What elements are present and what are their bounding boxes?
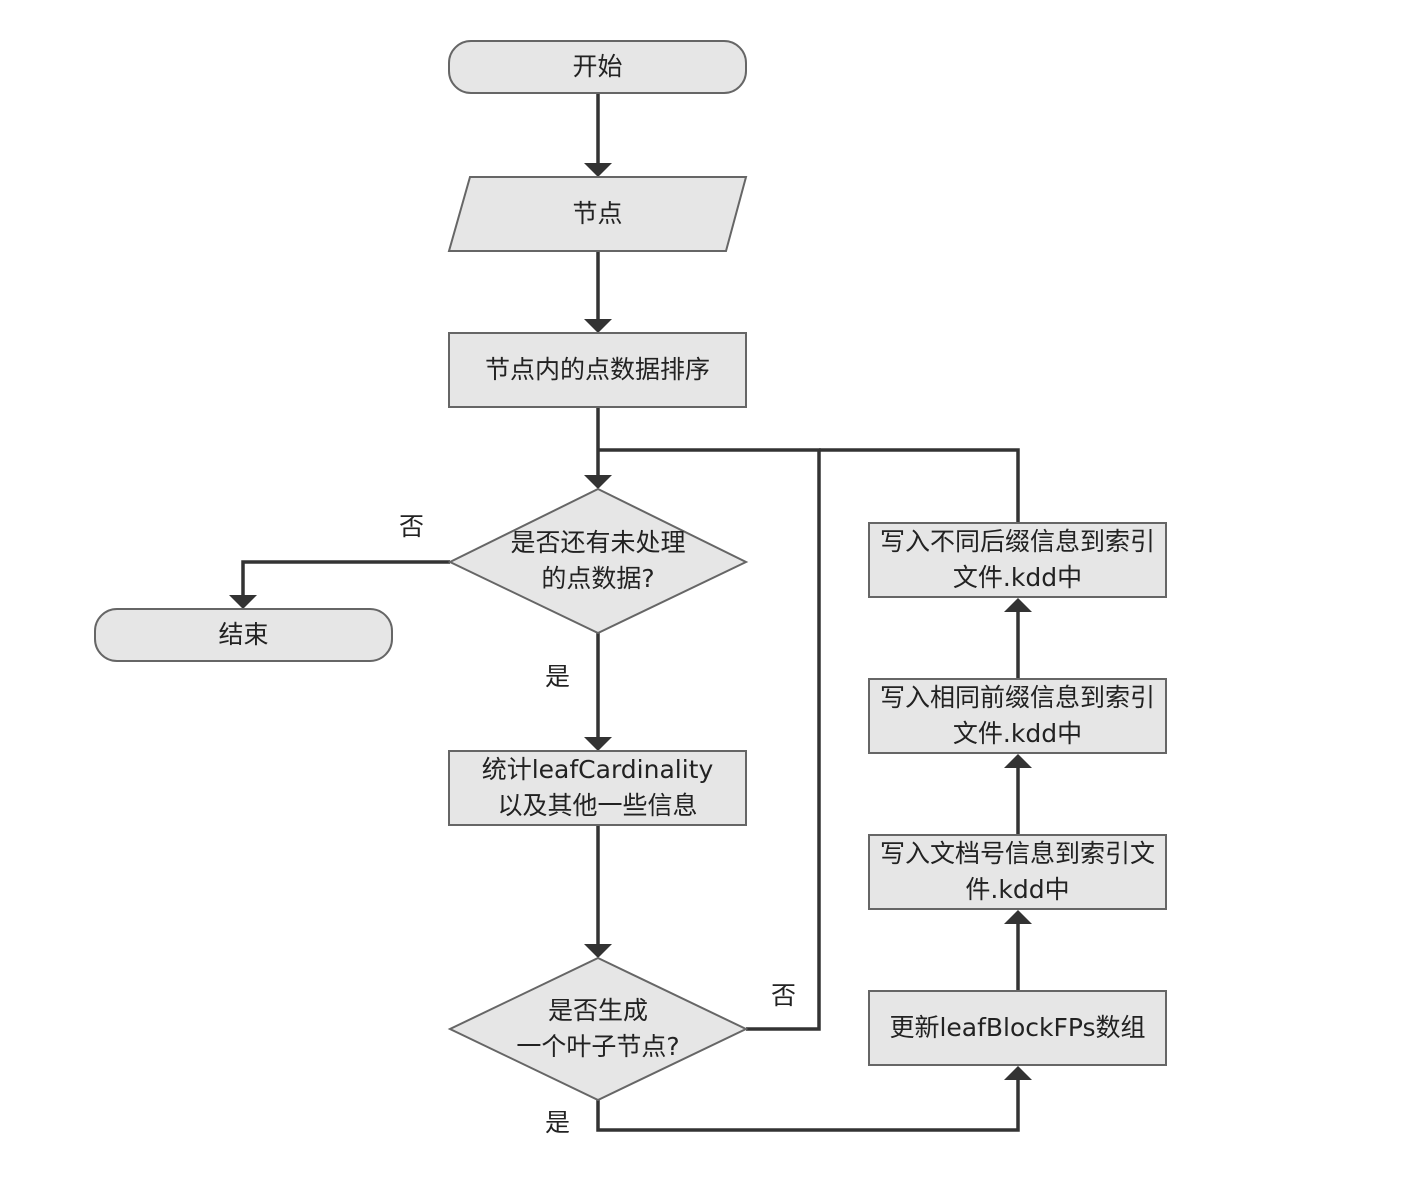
write-common-prefix-label: 写入相同前缀信息到索引 文件.kdd中 (869, 679, 1166, 753)
edge-decision-no-to-end (241, 560, 450, 595)
end-label: 结束 (95, 609, 392, 661)
sort-label: 节点内的点数据排序 (449, 333, 746, 407)
node-input-label-text: 节点 (572, 199, 623, 228)
node-input-label: 节点 (449, 177, 746, 251)
nodes (94, 40, 1167, 1102)
edge-label-no-loop: 否 (771, 981, 797, 1010)
edge-label-yes-to-update: 是 (545, 1108, 571, 1137)
write-common-prefix-process-box (868, 678, 1167, 754)
edge-gen-leaf-no-loop (598, 448, 821, 1031)
stats-line1: 统计leafCardinality (481, 755, 714, 784)
sort-label-text: 节点内的点数据排序 (484, 355, 710, 384)
arrowhead (1004, 598, 1032, 612)
stats-line2: 以及其他一些信息 (497, 791, 698, 820)
stats-process-box (448, 750, 747, 826)
write-common-prefix-line2: 文件.kdd中 (952, 719, 1083, 748)
arrowhead (229, 595, 257, 609)
update-fps-label: 更新leafBlockFPs数组 (869, 991, 1166, 1065)
edge-label-yes-to-stats: 是 (545, 662, 571, 691)
write-suffix-line2: 文件.kdd中 (952, 563, 1083, 592)
update-fps-label-text: 更新leafBlockFPs数组 (889, 1013, 1146, 1042)
write-docids-label: 写入文档号信息到索引文 件.kdd中 (869, 835, 1166, 909)
end-label-text: 结束 (218, 620, 269, 649)
write-suffix-line1: 写入不同后缀信息到索引 (879, 527, 1155, 556)
write-common-prefix-line1: 写入相同前缀信息到索引 (879, 683, 1155, 712)
arrowhead (584, 163, 612, 177)
has-unprocessed-label: 是否还有未处理 的点数据? (450, 489, 746, 633)
start-label: 开始 (449, 41, 746, 93)
gen-leaf-label: 是否生成 一个叶子节点? (450, 958, 746, 1100)
arrowhead (584, 737, 612, 751)
arrowhead (584, 475, 612, 489)
write-suffix-process-box (868, 522, 1167, 598)
gen-leaf-line1: 是否生成 (547, 996, 648, 1025)
edge-suffix-loop-back (819, 448, 1020, 522)
sort-process-box (448, 332, 747, 408)
end-terminal (94, 608, 393, 662)
start-label-text: 开始 (572, 52, 623, 81)
edge-label-no-to-end: 否 (399, 512, 425, 541)
arrowhead (1004, 754, 1032, 768)
stats-label: 统计leafCardinality 以及其他一些信息 (449, 751, 746, 825)
write-suffix-label: 写入不同后缀信息到索引 文件.kdd中 (869, 523, 1166, 597)
arrowhead (584, 944, 612, 958)
write-docids-line1: 写入文档号信息到索引文 (879, 839, 1155, 868)
write-docids-process-box (868, 834, 1167, 910)
has-unprocessed-line2: 的点数据? (541, 564, 655, 593)
arrowhead (584, 319, 612, 333)
has-unprocessed-line1: 是否还有未处理 (510, 528, 686, 557)
start-terminal (448, 40, 747, 94)
write-docids-line2: 件.kdd中 (965, 875, 1070, 904)
gen-leaf-decision (447, 956, 749, 1102)
node-input-parallelogram (447, 176, 748, 252)
has-unprocessed-decision (447, 487, 749, 635)
gen-leaf-line2: 一个叶子节点? (516, 1032, 680, 1061)
update-fps-process-box (868, 990, 1167, 1066)
arrowhead (1004, 910, 1032, 924)
arrowhead (1004, 1066, 1032, 1080)
edges (229, 94, 1032, 1132)
edge-gen-leaf-yes-to-update (596, 1080, 1020, 1132)
